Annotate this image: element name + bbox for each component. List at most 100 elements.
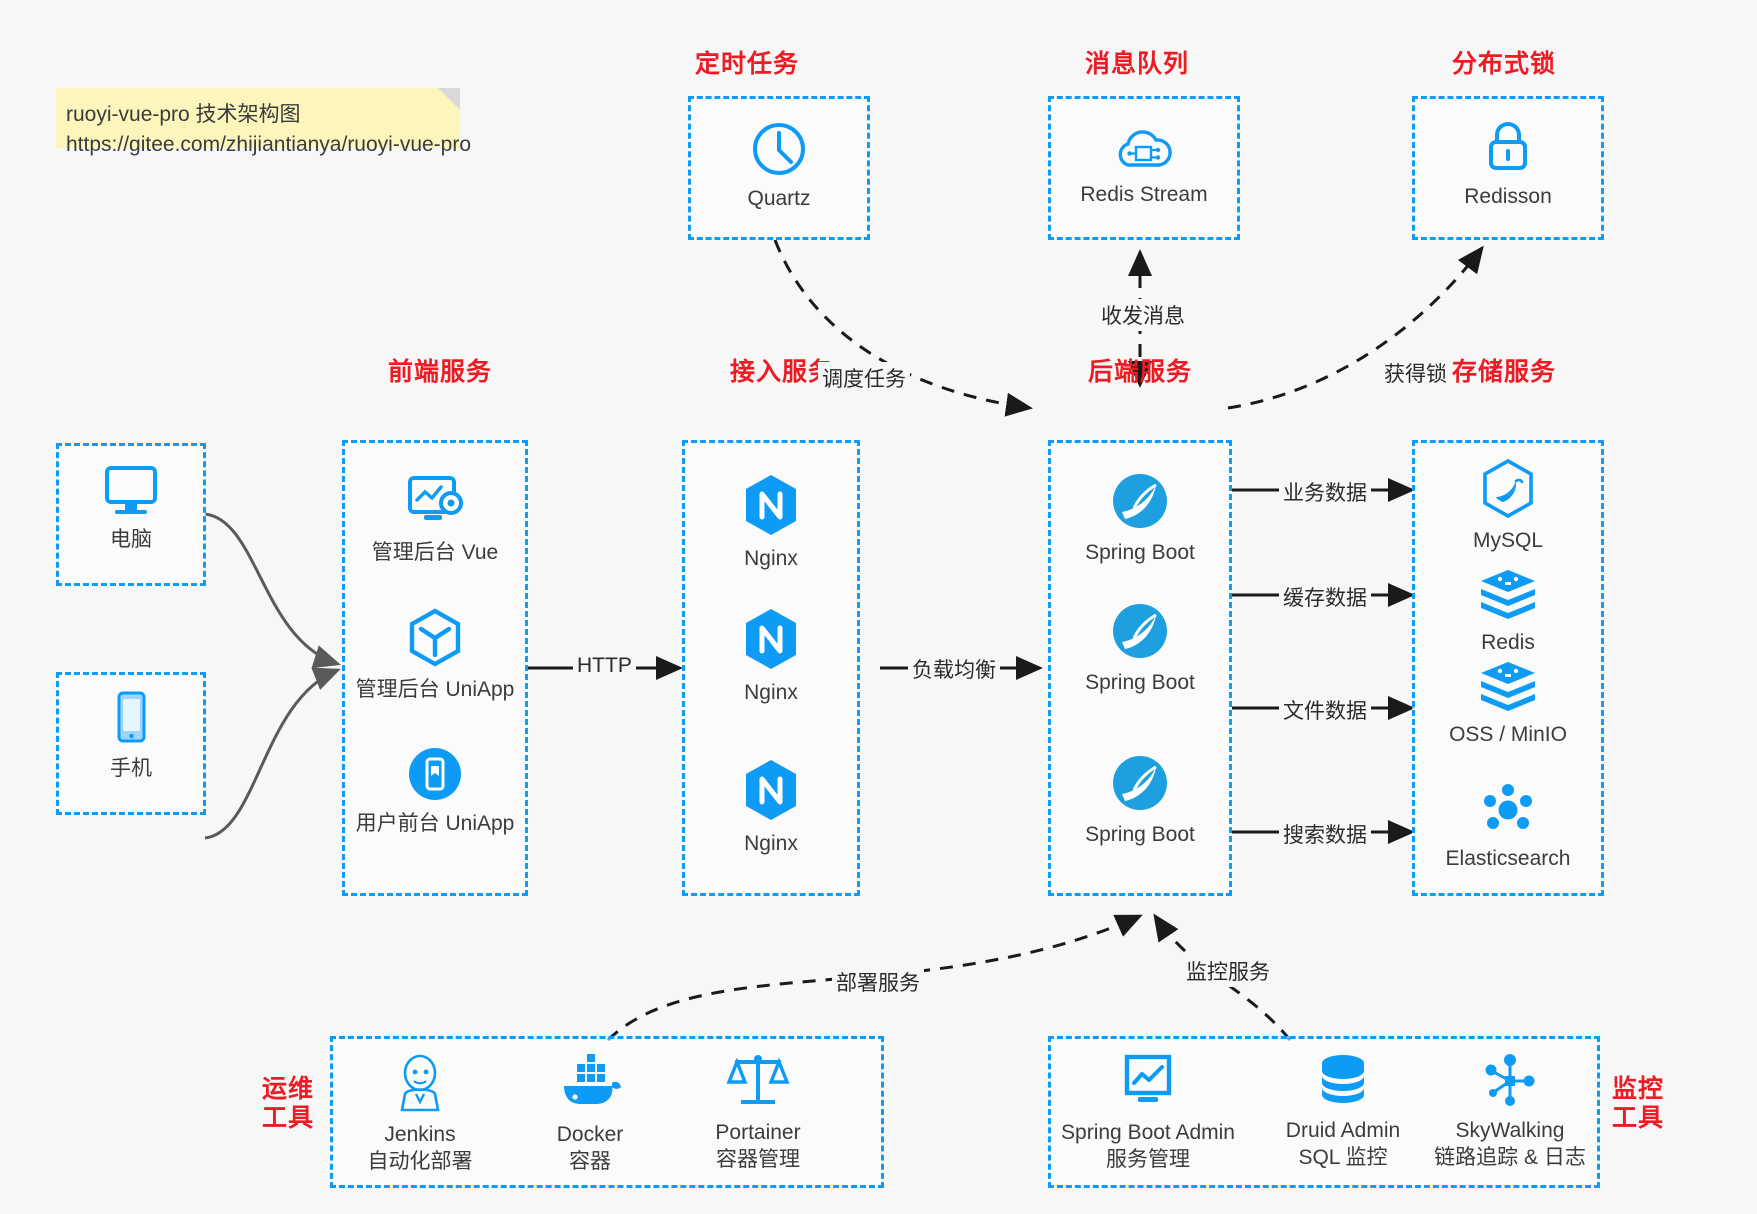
monitoring-title-line-2: 工具 xyxy=(1612,1103,1665,1132)
node-quartz[interactable]: Quartz xyxy=(688,120,870,212)
edge-label-file-data: 文件数据 xyxy=(1279,694,1371,726)
node-label: Spring Boot xyxy=(1085,671,1195,694)
note-line-2: https://gitee.com/zhijiantianya/ruoyi-vu… xyxy=(66,133,472,157)
note-line-1: ruoyi-vue-pro 技术架构图 xyxy=(66,103,301,126)
node-label: Spring Boot xyxy=(1085,541,1195,564)
node-springboot-1[interactable]: Spring Boot xyxy=(1048,470,1232,566)
spring-boot-icon xyxy=(1109,470,1171,532)
elasticsearch-icon xyxy=(1479,782,1537,838)
node-redis[interactable]: Redis xyxy=(1412,568,1604,656)
node-spring-boot-admin[interactable]: Spring Boot Admin 服务管理 xyxy=(1048,1052,1248,1174)
node-druid-admin[interactable]: Druid Admin SQL 监控 xyxy=(1258,1052,1428,1172)
title-note: ruoyi-vue-pro 技术架构图 https://gitee.com/zh… xyxy=(56,88,471,156)
node-label: 手机 xyxy=(110,757,152,780)
group-title-storage: 存储服务 xyxy=(1452,358,1557,386)
node-sublabel: 链路追踪 & 日志 xyxy=(1434,1146,1586,1170)
node-label: Redis Stream xyxy=(1080,183,1208,206)
node-label: SkyWalking xyxy=(1455,1119,1565,1142)
group-title-distributed-lock: 分布式锁 xyxy=(1452,50,1557,78)
skywalking-nodes-icon xyxy=(1480,1052,1540,1110)
edge-quartz-to-backend xyxy=(773,239,1033,417)
node-portainer[interactable]: Portainer 容器管理 xyxy=(668,1048,848,1174)
lock-icon xyxy=(1481,118,1535,176)
group-title-devops: 运维 工具 xyxy=(262,1075,314,1133)
dashboard-gear-icon xyxy=(402,472,468,532)
clock-icon xyxy=(750,120,808,178)
mobile-app-icon xyxy=(406,745,464,803)
group-title-gateway: 接入服务 xyxy=(730,358,835,386)
node-phone[interactable]: 手机 xyxy=(56,690,206,782)
spring-boot-icon xyxy=(1109,600,1171,662)
node-label: OSS / MinIO xyxy=(1449,723,1567,746)
cube-icon xyxy=(405,607,465,669)
group-title-frontend: 前端服务 xyxy=(388,358,493,386)
edge-label-search-data: 搜索数据 xyxy=(1279,818,1371,850)
node-skywalking[interactable]: SkyWalking 链路追踪 & 日志 xyxy=(1420,1052,1600,1172)
edge-label-send-receive-message: 收发消息 xyxy=(1097,299,1189,331)
desktop-monitor-icon xyxy=(101,463,161,519)
devops-title-line-2: 工具 xyxy=(262,1103,315,1132)
edge-label-cache-data: 缓存数据 xyxy=(1279,581,1371,613)
node-oss-minio[interactable]: OSS / MinIO xyxy=(1412,660,1604,748)
group-message-queue[interactable] xyxy=(1048,96,1240,240)
node-label: 管理后台 Vue xyxy=(371,541,499,564)
node-springboot-2[interactable]: Spring Boot xyxy=(1048,600,1232,696)
group-title-scheduled-task: 定时任务 xyxy=(695,50,800,78)
node-sublabel: 容器管理 xyxy=(716,1148,800,1172)
group-title-monitoring: 监控 工具 xyxy=(1612,1075,1664,1133)
node-user-uniapp[interactable]: 用户前台 UniApp xyxy=(342,745,528,837)
group-devops[interactable] xyxy=(330,1036,884,1188)
node-springboot-3[interactable]: Spring Boot xyxy=(1048,752,1232,848)
oss-stack-icon xyxy=(1477,660,1539,714)
node-admin-uniapp[interactable]: 管理后台 UniApp xyxy=(342,607,528,703)
node-label: Elasticsearch xyxy=(1445,847,1571,870)
group-scheduled-task[interactable] xyxy=(688,96,870,240)
node-label: 电脑 xyxy=(110,528,152,551)
edge-label-deploy-service: 部署服务 xyxy=(832,966,924,998)
edge-phone-to-frontend xyxy=(204,667,341,840)
cloud-network-icon xyxy=(1111,124,1177,174)
node-label: Redis xyxy=(1481,631,1535,654)
note-fold-corner xyxy=(438,88,460,110)
mobile-phone-icon xyxy=(108,690,154,748)
node-label: Quartz xyxy=(747,187,811,210)
node-redis-stream[interactable]: Redis Stream xyxy=(1048,124,1240,208)
node-nginx-1[interactable]: Nginx xyxy=(682,472,860,572)
docker-whale-icon xyxy=(556,1050,624,1114)
devops-title-line-1: 运维 xyxy=(262,1075,315,1103)
node-jenkins[interactable]: Jenkins 自动化部署 xyxy=(330,1050,510,1176)
nginx-icon xyxy=(740,472,802,538)
edge-label-acquire-lock: 获得锁 xyxy=(1380,357,1451,389)
node-label: 用户前台 UniApp xyxy=(355,812,515,835)
node-sublabel: 自动化部署 xyxy=(367,1150,473,1174)
node-label: Nginx xyxy=(744,832,798,855)
node-redisson[interactable]: Redisson xyxy=(1412,118,1604,210)
edge-label-load-balance: 负载均衡 xyxy=(908,653,1000,685)
node-label: 管理后台 UniApp xyxy=(355,678,515,701)
node-label: Portainer xyxy=(715,1121,801,1144)
node-label: Druid Admin xyxy=(1285,1119,1401,1142)
node-computer[interactable]: 电脑 xyxy=(56,463,206,553)
node-elasticsearch[interactable]: Elasticsearch xyxy=(1412,782,1604,872)
node-label: MySQL xyxy=(1472,529,1543,552)
node-label: Nginx xyxy=(744,547,798,570)
redis-stack-icon xyxy=(1477,568,1539,622)
database-cylinder-icon xyxy=(1315,1052,1371,1110)
node-label: Spring Boot xyxy=(1085,823,1195,846)
edge-label-monitor-service: 监控服务 xyxy=(1182,955,1274,987)
node-admin-vue[interactable]: 管理后台 Vue xyxy=(342,472,528,566)
group-computer[interactable] xyxy=(56,443,206,586)
node-sublabel: 服务管理 xyxy=(1106,1148,1190,1172)
node-nginx-3[interactable]: Nginx xyxy=(682,757,860,857)
portainer-scale-icon xyxy=(725,1048,791,1112)
node-mysql[interactable]: MySQL xyxy=(1412,458,1604,554)
node-docker[interactable]: Docker 容器 xyxy=(500,1050,680,1176)
node-label: Jenkins xyxy=(384,1123,456,1146)
node-nginx-2[interactable]: Nginx xyxy=(682,606,860,706)
nginx-icon xyxy=(740,606,802,672)
nginx-icon xyxy=(740,757,802,823)
mysql-dolphin-icon xyxy=(1479,458,1537,520)
node-label: Nginx xyxy=(744,681,798,704)
group-phone[interactable] xyxy=(56,672,206,815)
